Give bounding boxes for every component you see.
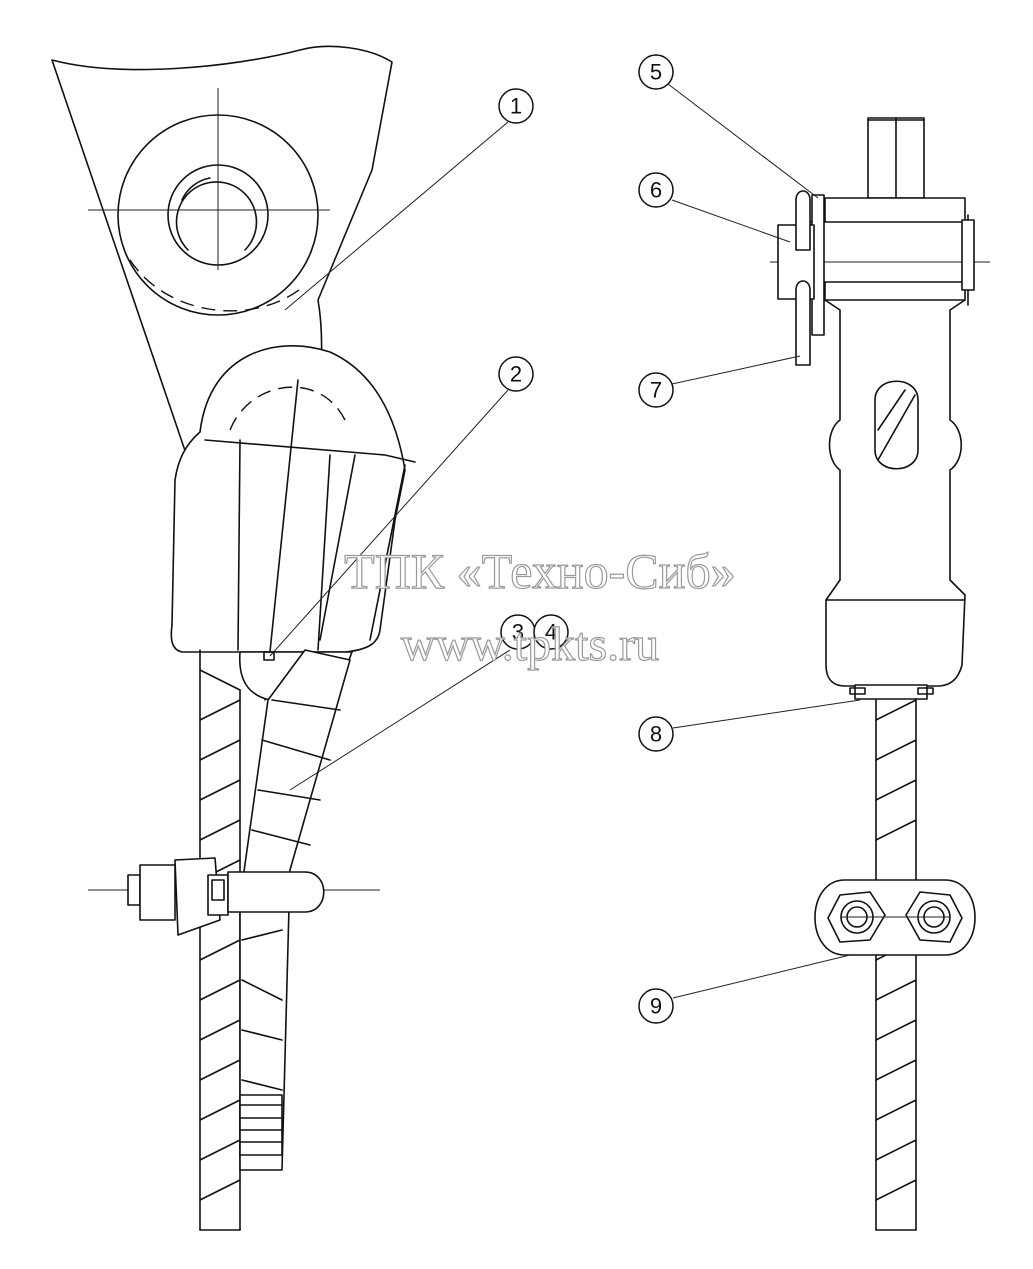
right-view-assembly: [770, 117, 990, 1231]
callout-8: 8: [638, 716, 674, 752]
bottom-stub: [854, 684, 928, 700]
shackle-edge-3: [264, 379, 299, 701]
shackle-inner-line: [204, 439, 416, 463]
callout-7: 7: [638, 372, 674, 408]
callout-9: 9: [638, 988, 674, 1024]
shackle-edge-2: [317, 454, 331, 651]
bolt-clamp: [88, 857, 380, 936]
leader-lines: [269, 83, 861, 999]
callout-2: 2: [498, 356, 534, 392]
watermark-company: ТПК «Техно-Сиб»: [344, 543, 736, 599]
callout-7-label: 7: [650, 378, 662, 403]
callout-6-label: 6: [650, 178, 662, 203]
callout-4: 4: [533, 614, 569, 650]
pin-hole-inner-arc: [181, 177, 211, 201]
shackle-edge-1: [237, 439, 241, 651]
callout-9-label: 9: [650, 994, 662, 1019]
callout-3-label: 3: [512, 620, 524, 645]
rope-clip: [814, 879, 976, 956]
cotter-pin-lower: [795, 280, 811, 366]
shackle-body: [170, 345, 406, 653]
callout-8-label: 8: [650, 722, 662, 747]
callout-5-label: 5: [650, 60, 662, 85]
thimble-mark: [263, 651, 275, 661]
shackle-edge-4: [319, 454, 356, 641]
callout-2-label: 2: [510, 362, 522, 387]
callout-4-label: 4: [545, 620, 557, 645]
main-rope: [199, 649, 241, 1231]
hidden-arc: [129, 259, 306, 312]
right-rope: [875, 699, 917, 1231]
clevis-pin: [799, 221, 971, 283]
pin-hole-inner: [175, 181, 258, 251]
cotter-pin: [795, 190, 811, 251]
left-view-assembly: [51, 45, 416, 1231]
shackle-edge-5: [369, 464, 406, 641]
callout-1-label: 1: [510, 94, 522, 119]
callout-5: 5: [638, 54, 674, 90]
callout-6: 6: [638, 172, 674, 208]
callout-1: 1: [498, 88, 534, 124]
watermark-url: www.tpkts.ru: [401, 618, 659, 671]
shackle-hidden-arc: [229, 386, 346, 431]
